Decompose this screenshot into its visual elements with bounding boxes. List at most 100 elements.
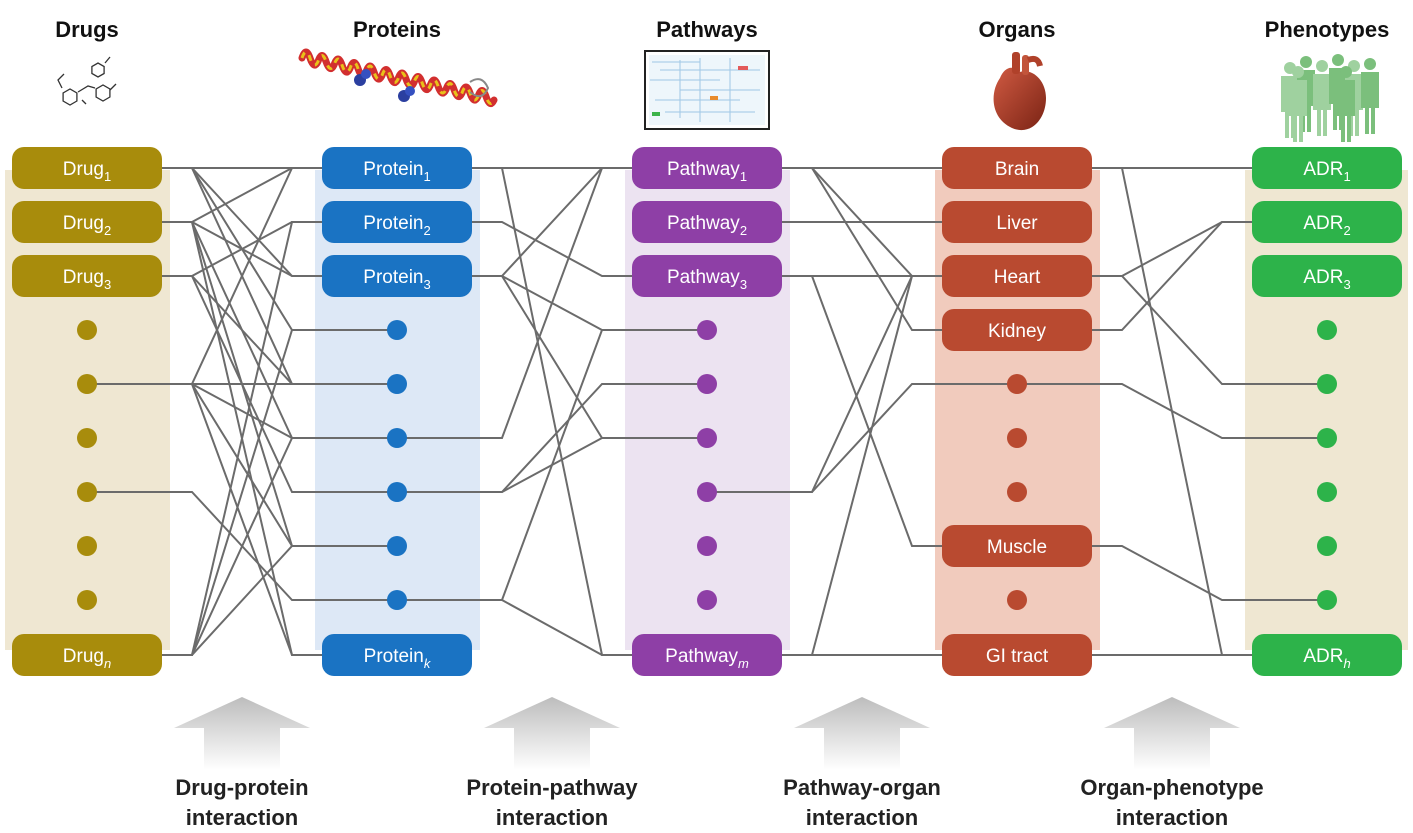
drugs-node-box	[12, 147, 162, 189]
drugs-dot	[77, 536, 97, 556]
phenotypes-node-label: ADRh	[1303, 646, 1350, 671]
organs-node-9[interactable]: GI tract	[942, 634, 1092, 676]
pathway-map-icon	[644, 50, 770, 130]
drugs-node-label: Drug1	[63, 159, 111, 184]
proteins-dot	[387, 590, 407, 610]
organs-node-2[interactable]: Heart	[942, 255, 1092, 297]
phenotypes-node-0[interactable]: ADR1	[1252, 147, 1402, 189]
phenotypes-node-9[interactable]: ADRh	[1252, 634, 1402, 676]
pathways-node-box	[632, 255, 782, 297]
interaction-label-3-line1: Pathway-organ	[783, 775, 941, 800]
phenotypes-node-1[interactable]: ADR2	[1252, 201, 1402, 243]
drugs-node-9[interactable]: Drugn	[12, 634, 162, 676]
phenotypes-dot	[1317, 536, 1337, 556]
phenotypes-node-box	[1252, 634, 1402, 676]
pathways-dot	[697, 482, 717, 502]
heart-icon	[993, 52, 1046, 131]
pathways-node-9[interactable]: Pathwaym	[632, 634, 782, 676]
organs-node-label: Heart	[994, 267, 1041, 288]
organs-node-label: Brain	[995, 159, 1039, 180]
phenotypes-dot	[1317, 590, 1337, 610]
proteins-node-box	[322, 634, 472, 676]
proteins-node-label: Protein1	[363, 159, 430, 184]
drugs-node-label: Drug3	[63, 267, 111, 292]
interaction-label-3-line2: interaction	[806, 805, 918, 830]
pathways-dot	[697, 320, 717, 340]
interaction-arrow-3	[794, 697, 930, 770]
organs-node-label: Muscle	[987, 537, 1047, 558]
pathways-node-box	[632, 201, 782, 243]
edge-2-7	[707, 383, 1017, 493]
proteins-dot	[387, 482, 407, 502]
organs-node-box	[942, 525, 1092, 567]
pathways-title: Pathways	[656, 17, 758, 42]
drugs-node-2[interactable]: Drug3	[12, 255, 162, 297]
pathways-dot	[697, 536, 717, 556]
interaction-arrow-2	[484, 697, 620, 770]
phenotypes-node-box	[1252, 255, 1402, 297]
organs-dot	[1007, 374, 1027, 394]
proteins-title: Proteins	[353, 17, 441, 42]
proteins-node-box	[322, 201, 472, 243]
pathways-node-2[interactable]: Pathway3	[632, 255, 782, 297]
drugs-dot	[77, 590, 97, 610]
organs-band	[935, 170, 1100, 650]
pathways-node-label: Pathway3	[667, 267, 747, 292]
proteins-node-1[interactable]: Protein2	[322, 201, 472, 243]
pathways-node-box	[632, 634, 782, 676]
proteins-node-label: Protein2	[363, 213, 430, 238]
interaction-arrow-1	[174, 697, 310, 770]
phenotypes-dot	[1317, 482, 1337, 502]
drugs-dot	[77, 320, 97, 340]
proteins-node-9[interactable]: Proteink	[322, 634, 472, 676]
drugs-node-1[interactable]: Drug2	[12, 201, 162, 243]
interaction-label-2-line2: interaction	[496, 805, 608, 830]
drugs-node-0[interactable]: Drug1	[12, 147, 162, 189]
proteins-node-0[interactable]: Protein1	[322, 147, 472, 189]
organs-node-7[interactable]: Muscle	[942, 525, 1092, 567]
phenotypes-title: Phenotypes	[1265, 17, 1390, 42]
phenotypes-node-2[interactable]: ADR3	[1252, 255, 1402, 297]
pathways-node-1[interactable]: Pathway2	[632, 201, 782, 243]
pathways-dot	[697, 590, 717, 610]
organs-title: Organs	[978, 17, 1055, 42]
organs-node-box	[942, 309, 1092, 351]
phenotypes-dot	[1317, 428, 1337, 448]
proteins-node-2[interactable]: Protein3	[322, 255, 472, 297]
organs-node-0[interactable]: Brain	[942, 147, 1092, 189]
pathways-dot	[697, 374, 717, 394]
proteins-node-box	[322, 147, 472, 189]
organs-dot	[1007, 428, 1027, 448]
pathways-node-0[interactable]: Pathway1	[632, 147, 782, 189]
proteins-node-box	[322, 255, 472, 297]
proteins-dot	[387, 320, 407, 340]
organs-node-label: Liver	[996, 213, 1038, 234]
organs-node-box	[942, 147, 1092, 189]
drugs-title: Drugs	[55, 17, 119, 42]
edge-3-5	[1017, 383, 1327, 439]
organs-node-3[interactable]: Kidney	[942, 309, 1092, 351]
drugs-node-box	[12, 634, 162, 676]
protein-helix-icon	[298, 48, 498, 107]
interaction-arrow-4	[1104, 697, 1240, 770]
proteins-node-label: Protein3	[363, 267, 430, 292]
pathways-band	[625, 170, 790, 650]
organs-node-1[interactable]: Liver	[942, 201, 1092, 243]
phenotypes-node-box	[1252, 147, 1402, 189]
interaction-label-1-line1: Drug-protein	[175, 775, 308, 800]
drugs-node-box	[12, 255, 162, 297]
interaction-label-2-line1: Protein-pathway	[466, 775, 638, 800]
pathways-node-label: Pathway2	[667, 213, 747, 238]
proteins-band	[315, 170, 480, 650]
proteins-dot	[387, 374, 407, 394]
phenotypes-node-label: ADR1	[1303, 159, 1350, 184]
interaction-label-4-line2: interaction	[1116, 805, 1228, 830]
interaction-label-1-line2: interaction	[186, 805, 298, 830]
organs-node-label: GI tract	[986, 646, 1049, 667]
drugs-node-box	[12, 201, 162, 243]
organs-dot	[1007, 590, 1027, 610]
drugs-node-label: Drug2	[63, 213, 111, 238]
interaction-label-4-line1: Organ-phenotype	[1080, 775, 1263, 800]
phenotypes-node-label: ADR3	[1303, 267, 1350, 292]
